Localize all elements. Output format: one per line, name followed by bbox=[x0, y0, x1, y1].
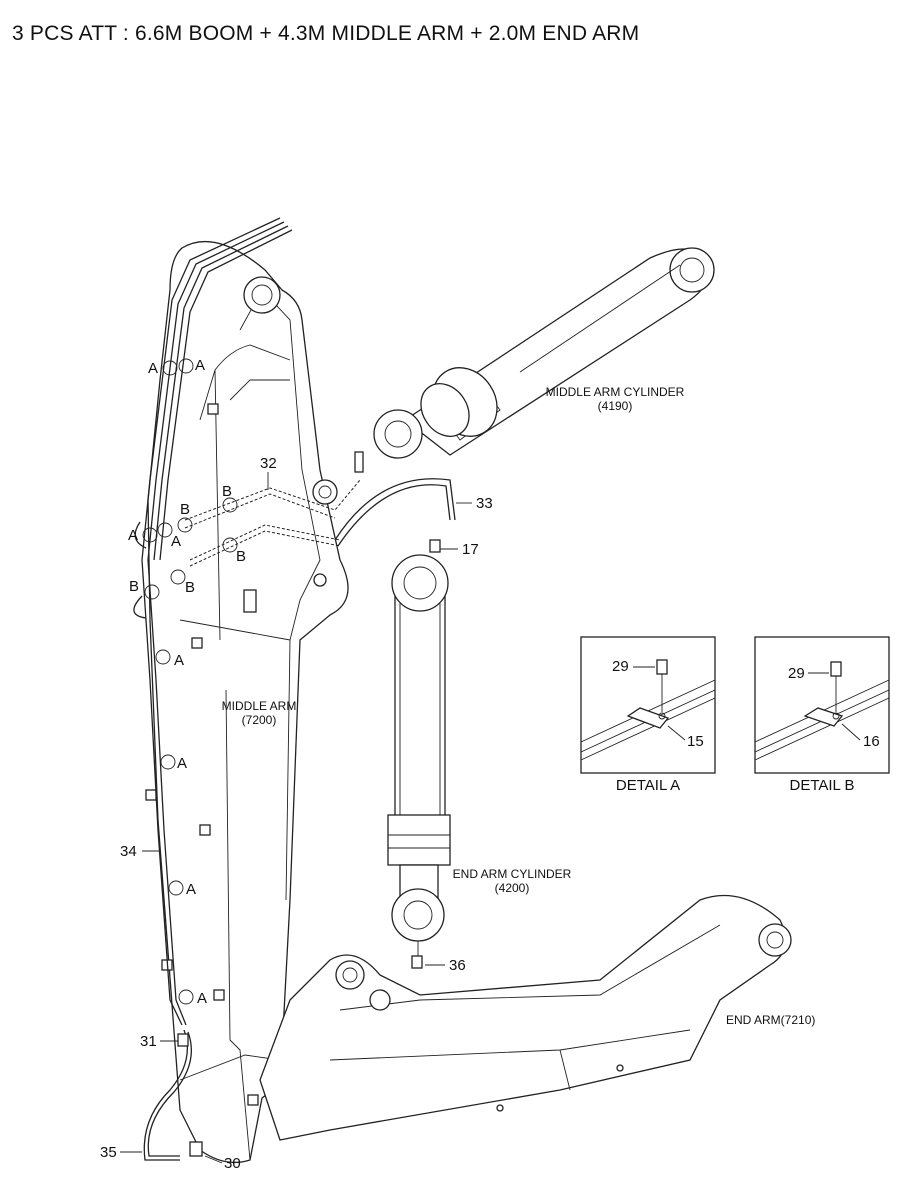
end-arm-cylinder-code: (4200) bbox=[495, 881, 530, 895]
end-arm-cylinder-drawing bbox=[387, 554, 451, 965]
end-arm-drawing bbox=[259, 894, 792, 1141]
clamp-marker-a: A bbox=[128, 527, 138, 544]
detail-b-bolt-callout: 29 bbox=[788, 665, 805, 682]
callout-17: 17 bbox=[462, 541, 479, 558]
middle-arm-name: MIDDLE ARM bbox=[222, 699, 297, 713]
middle-arm-code: (7200) bbox=[242, 713, 277, 727]
clamp-marker-b: B bbox=[180, 501, 190, 518]
detail-b-caption: DETAIL B bbox=[789, 777, 854, 794]
clamp-marker-b: B bbox=[129, 578, 139, 595]
clamp-marker-letters: A A A A B B B B B A A A A bbox=[128, 357, 246, 1007]
clamp-marker-a: A bbox=[197, 990, 207, 1007]
callout-30: 30 bbox=[224, 1155, 241, 1172]
detail-a-bolt-callout: 29 bbox=[612, 658, 629, 675]
middle-arm-drawing bbox=[145, 240, 349, 1164]
clamp-marker-a: A bbox=[186, 881, 196, 898]
clamp-marker-b: B bbox=[185, 579, 195, 596]
hose-lines bbox=[133, 217, 456, 1161]
page-title: 3 PCS ATT : 6.6M BOOM + 4.3M MIDDLE ARM … bbox=[12, 22, 640, 45]
callout-31: 31 bbox=[140, 1033, 157, 1050]
detail-a-clamp-callout: 15 bbox=[687, 733, 704, 750]
component-captions: MIDDLE ARM CYLINDER (4190) MIDDLE ARM (7… bbox=[222, 385, 816, 1027]
clamp-marker-b: B bbox=[222, 483, 232, 500]
detail-a-panel: 29 15 DETAIL A bbox=[580, 636, 716, 794]
middle-arm-cylinder-drawing bbox=[373, 247, 715, 459]
callout-35: 35 bbox=[100, 1144, 117, 1161]
detail-a-caption: DETAIL A bbox=[616, 777, 680, 794]
callout-36: 36 bbox=[449, 957, 466, 974]
clamp-marker-circles bbox=[142, 358, 238, 1005]
clamp-marker-b: B bbox=[236, 548, 246, 565]
clamp-marker-a: A bbox=[174, 652, 184, 669]
part-callouts: 32 33 17 34 31 35 30 36 bbox=[100, 455, 493, 1172]
clamp-marker-a: A bbox=[195, 357, 205, 374]
detail-b-clamp-callout: 16 bbox=[863, 733, 880, 750]
clamp-marker-a: A bbox=[148, 360, 158, 377]
middle-arm-cylinder-name: MIDDLE ARM CYLINDER bbox=[546, 385, 685, 399]
clamp-marker-a: A bbox=[177, 755, 187, 772]
callout-33: 33 bbox=[476, 495, 493, 512]
middle-arm-cylinder-code: (4190) bbox=[598, 399, 633, 413]
end-arm-name: END ARM(7210) bbox=[726, 1013, 815, 1027]
callout-34: 34 bbox=[120, 843, 137, 860]
end-arm-cylinder-name: END ARM CYLINDER bbox=[453, 867, 572, 881]
callout-32: 32 bbox=[260, 455, 277, 472]
detail-b-panel: 29 16 DETAIL B bbox=[754, 636, 890, 794]
clamp-marker-a: A bbox=[171, 533, 181, 550]
